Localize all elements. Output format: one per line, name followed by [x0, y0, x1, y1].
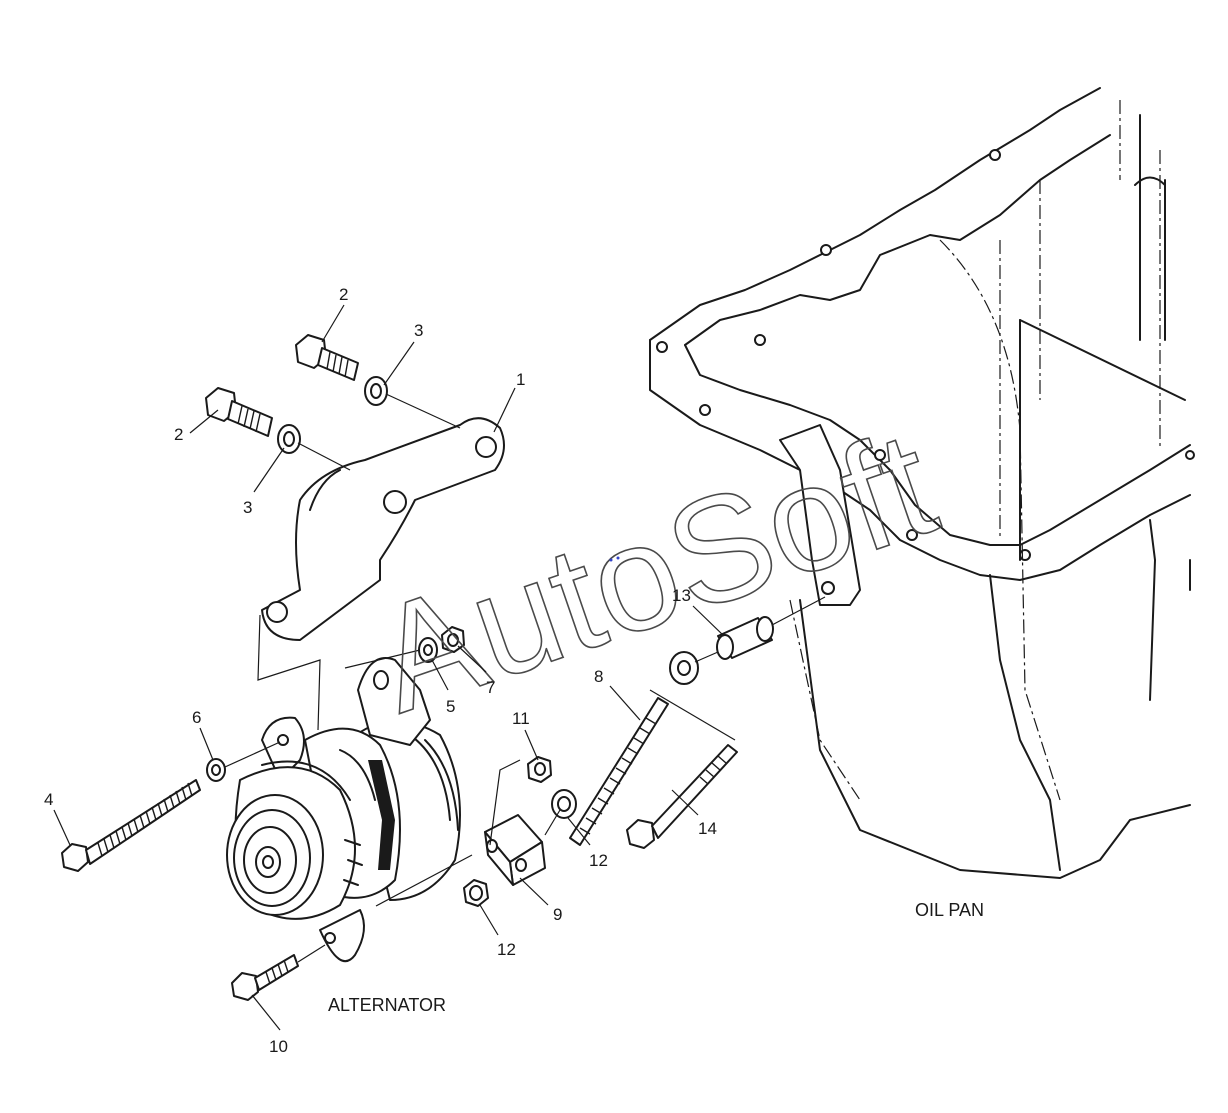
spacer-13 — [716, 616, 774, 660]
nut-7 — [441, 626, 465, 653]
collar — [669, 651, 699, 685]
assembly-lines — [224, 393, 826, 963]
callout-10: 10 — [269, 1037, 288, 1056]
washer-3-lower — [277, 424, 301, 454]
callout-14: 14 — [698, 819, 717, 838]
callout-1: 1 — [516, 370, 525, 389]
alternator — [226, 657, 461, 962]
callout-7: 7 — [486, 678, 495, 697]
callout-4: 4 — [44, 790, 53, 809]
callout-11: 11 — [512, 709, 530, 728]
callout-12-left: 12 — [497, 940, 516, 959]
bolt-2-lower — [205, 387, 273, 437]
washer-6 — [206, 758, 226, 782]
bolt-8 — [569, 697, 669, 846]
callout-8: 8 — [594, 667, 603, 686]
callout-2-upper: 2 — [339, 285, 348, 304]
bolt-14 — [626, 744, 738, 849]
oil-pan — [649, 87, 1195, 879]
callout-9: 9 — [553, 905, 562, 924]
callout-5: 5 — [446, 697, 455, 716]
washer-3-upper — [364, 376, 388, 406]
block-9 — [484, 814, 546, 886]
callout-12-right: 12 — [589, 851, 608, 870]
adjust-bracket — [261, 417, 505, 641]
callout-3-lower: 3 — [243, 498, 252, 517]
callout-13: 13 — [672, 586, 691, 605]
callout-labels: 1 2 2 3 3 4 5 6 7 8 9 10 11 12 12 13 14 — [44, 285, 717, 1056]
bolt-10 — [231, 954, 299, 1001]
caption-alternator: ALTERNATOR — [328, 995, 446, 1015]
nut-12-lower — [463, 879, 489, 907]
bolt-4 — [61, 779, 201, 872]
leader-lines — [53, 304, 725, 1031]
nut-11 — [527, 756, 552, 783]
callout-6: 6 — [192, 708, 201, 727]
bolt-2-upper — [295, 334, 359, 381]
callout-2-lower: 2 — [174, 425, 183, 444]
nut-12-upper — [551, 789, 577, 819]
callout-3-upper: 3 — [414, 321, 423, 340]
caption-oil-pan: OIL PAN — [915, 900, 984, 920]
